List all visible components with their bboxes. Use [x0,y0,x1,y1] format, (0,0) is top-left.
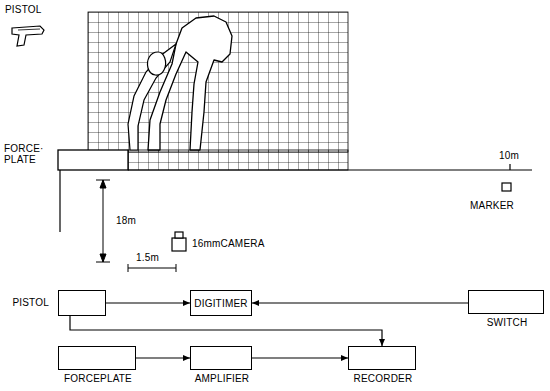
block-label: DIGITIMER [194,298,247,309]
wall-grid [128,150,348,170]
signal-connector [70,316,382,346]
forceplate-box: FORCEPLATE [58,346,136,370]
pistol-symbol [12,26,44,46]
block-label: FORCEPLATE [64,373,132,384]
signal-connector [136,357,190,358]
water-line [128,169,532,170]
block-label: RECORDER [354,373,413,384]
signal-connector [252,302,468,303]
swimmer-head [147,52,165,75]
pistol-barrel [18,29,40,30]
dimension-18m [96,180,110,262]
dimension-label: 1.5m [136,252,159,263]
timer-box: DIGITIMER [190,290,252,316]
forceplate-label: FORCE· PLATE [4,143,52,165]
camera-symbol [172,232,186,251]
block-label: AMPLIFIER [195,373,250,384]
switch-box: SWITCH [468,290,544,314]
marker-label: MARKER [470,200,514,211]
pistol-label: PISTOL [5,4,42,15]
force-plate [58,150,128,170]
dimension-1-5m [128,264,176,272]
pistol-box: PISTOL [58,290,106,316]
camera-label: 16mmCAMERA [192,238,265,249]
distance-label: 10m [499,150,519,161]
signal-connector [106,302,190,303]
block-label: SWITCH [487,317,528,328]
swimmer-arm [128,44,176,150]
amplifier-box: AMPLIFIER [190,346,252,370]
recorder-box: RECORDER [348,346,416,370]
pool-wall [59,170,60,232]
block-label: PISTOL [12,297,49,308]
wall-grid [88,12,348,152]
distance-tick [509,164,510,170]
swimmer-figure [148,16,232,150]
signal-connector [252,357,348,358]
dimension-label: 18m [116,215,136,226]
marker-symbol [502,183,511,191]
